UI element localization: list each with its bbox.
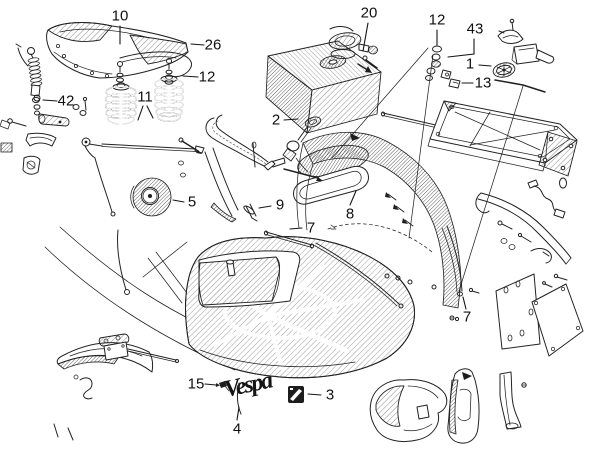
reference-lines — [331, 47, 524, 292]
callout-fastener-clip: 13 — [475, 75, 492, 92]
callout-hub-cover: 5 — [188, 194, 196, 211]
floor-rail — [293, 165, 369, 205]
callout-latch-lever: 9 — [276, 197, 284, 214]
saddle — [46, 22, 193, 79]
callout-vespa-logo: 4 — [233, 421, 241, 438]
footpeg — [7, 96, 88, 127]
callout-leader-fuel-tap — [283, 118, 299, 121]
callout-leader-hub-cover — [172, 199, 185, 203]
callout-washer-stack: 12 — [429, 12, 446, 29]
callout-leader-saddle-springs — [146, 105, 154, 119]
fuel-hose — [205, 114, 276, 171]
callout-shock-washers: 42 — [58, 93, 75, 110]
column-cover — [499, 371, 527, 430]
callout-saddle-trim: 26 — [205, 37, 222, 54]
callout-leader-trim-strip — [289, 227, 303, 230]
shock-absorber — [15, 43, 43, 102]
callout-saddle-springs: 11 — [137, 89, 153, 106]
callout-leader-emblem-badge — [307, 393, 322, 396]
callout-nut-stack: 43 — [467, 21, 484, 38]
vespa-logo-text: Vespa — [222, 367, 276, 403]
callout-saddle-spring-bolt: 12 — [199, 69, 216, 86]
callout-leader-saddle-springs — [137, 105, 144, 121]
callout-arrowhead-logo-clip — [215, 383, 220, 387]
fuel-tank — [265, 40, 382, 134]
side-molding — [475, 192, 572, 265]
callout-side-trim-strip: 7 — [463, 309, 471, 326]
trim-strips — [263, 223, 463, 309]
emblem-badge — [288, 386, 304, 403]
hub-cover — [130, 177, 172, 217]
control-cables — [0, 119, 263, 441]
washer-stack — [425, 45, 461, 89]
fuel-filler-cap — [328, 26, 378, 73]
callout-logo-clip: 15 — [188, 376, 205, 393]
callout-fuel-tap: 2 — [272, 112, 280, 129]
callout-saddle: 10 — [112, 8, 129, 25]
shock-washers — [32, 96, 41, 116]
frame-neck — [204, 147, 239, 223]
callout-leader-fuel-filler-cap — [362, 22, 369, 52]
side-panel — [185, 236, 480, 379]
wire-bracket — [527, 177, 567, 219]
cowl-half — [447, 368, 480, 444]
callout-floor-rail: 8 — [346, 206, 354, 223]
seat-latch — [497, 18, 555, 65]
rear-fender — [296, 131, 462, 309]
logo-clip — [219, 381, 230, 392]
panel-screws — [384, 273, 480, 322]
saddle-springs — [105, 75, 184, 125]
callout-leader-lock-ring — [478, 64, 492, 67]
lock-ring — [492, 62, 516, 78]
callout-leader-saddle-trim — [190, 43, 205, 46]
callout-trim-strip: 7 — [307, 220, 315, 237]
license-plates — [495, 273, 584, 357]
bracket — [22, 132, 57, 175]
horn-cowl — [369, 379, 448, 443]
vespa-logo: Vespa — [222, 367, 276, 415]
floor-channel — [56, 333, 179, 400]
latch-lever-part — [243, 203, 258, 222]
callout-leader-side-trim-strip — [462, 296, 467, 310]
callout-leader-saddle-spring-bolt — [182, 75, 199, 78]
callout-leader-floor-rail — [349, 190, 357, 206]
callout-fuel-filler-cap: 20 — [361, 5, 378, 22]
bent-rod — [494, 79, 546, 93]
callout-leader-nut-stack — [447, 38, 475, 58]
callout-leader-logo-clip — [204, 383, 217, 386]
callout-leader-latch-lever — [258, 205, 272, 209]
callout-emblem-badge: 3 — [326, 387, 334, 404]
pointed-pin — [178, 137, 323, 181]
callout-lock-ring: 1 — [466, 56, 474, 73]
luggage-rack — [427, 100, 578, 177]
callout-leader-shock-washers — [42, 99, 58, 102]
callout-leader-vespa-logo — [236, 406, 240, 421]
